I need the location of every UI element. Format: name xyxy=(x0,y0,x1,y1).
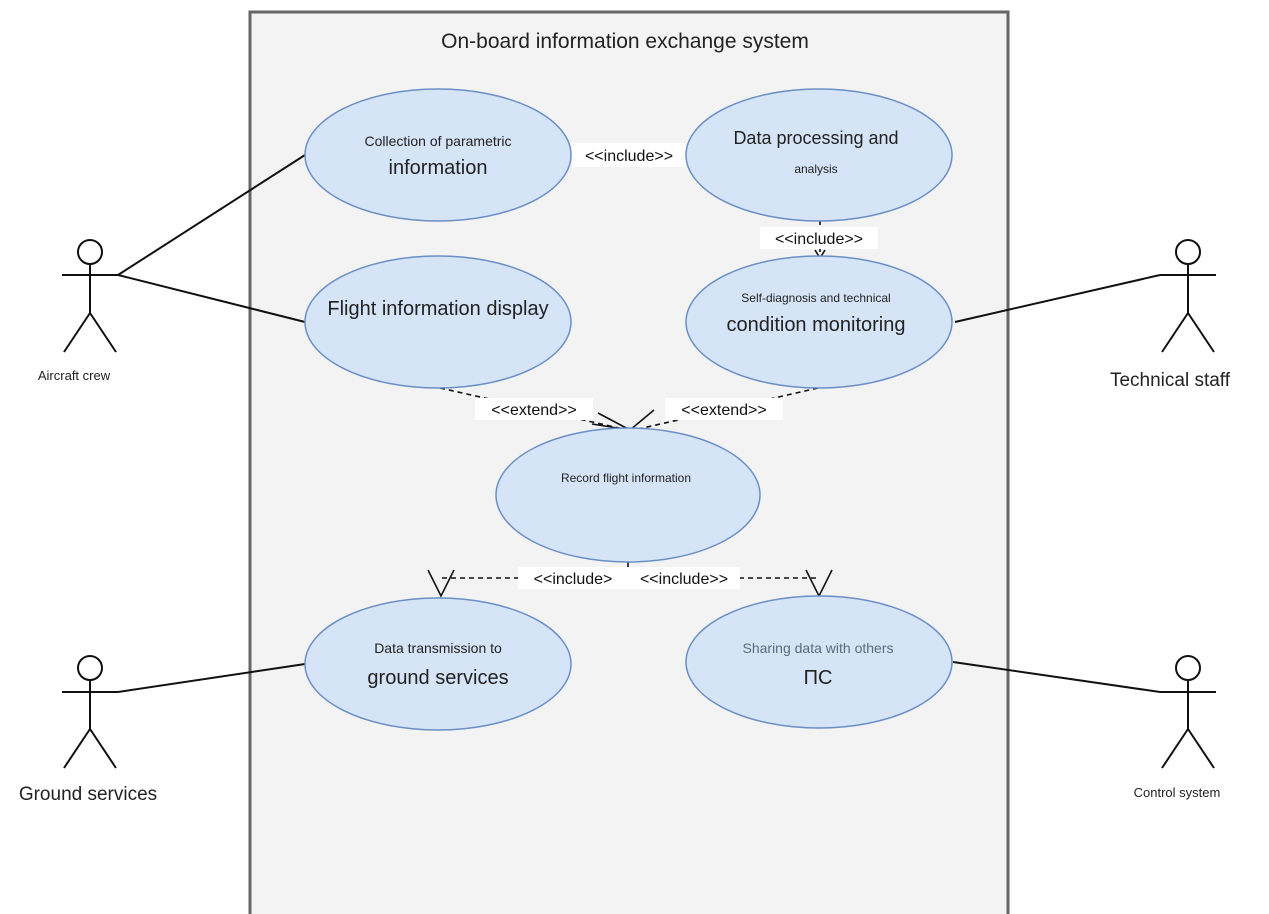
association-crew-display xyxy=(117,274,306,323)
actor-aircraft-crew[interactable]: Aircraft crew xyxy=(38,239,118,383)
association-control-sharing xyxy=(952,661,1161,693)
actor-ground-services-label: Ground services xyxy=(19,784,157,805)
system-title: On-board information exchange system xyxy=(441,30,809,53)
actor-control-system[interactable]: Control system xyxy=(1134,655,1221,800)
use-case-selfdiag-line2: condition monitoring xyxy=(727,314,906,336)
include-arrowhead-transmission xyxy=(427,569,455,598)
use-case-transmission[interactable]: Data transmission to ground services xyxy=(304,597,572,731)
use-case-transmission-line2: ground services xyxy=(367,667,508,689)
use-case-processing-line2: analysis xyxy=(794,162,837,176)
use-case-collection[interactable]: Collection of parametric information xyxy=(304,88,572,222)
actor-control-system-label: Control system xyxy=(1134,785,1221,800)
use-case-collection-line1: Collection of parametric xyxy=(364,133,511,149)
label-include-collection-processing: <<include>> xyxy=(585,148,673,165)
actor-ground-services[interactable]: Ground services xyxy=(19,655,157,805)
stick-figure-icon xyxy=(62,655,118,769)
use-case-sharing[interactable]: Sharing data with others ПС xyxy=(685,595,953,729)
label-extend-selfdiag-record: <<extend>> xyxy=(681,402,766,419)
use-case-sharing-line2: ПС xyxy=(804,667,833,689)
association-crew-collection xyxy=(117,154,306,276)
actor-technical-staff[interactable]: Technical staff xyxy=(1110,239,1231,391)
use-case-collection-line2: information xyxy=(389,157,488,179)
use-case-display[interactable]: Flight information display xyxy=(304,255,572,389)
use-case-selfdiag-line1: Self-diagnosis and technical xyxy=(741,291,890,305)
stick-figure-icon xyxy=(62,239,118,353)
label-extend-display-record: <<extend>> xyxy=(491,402,576,419)
stick-figure-icon xyxy=(1160,655,1216,769)
use-case-sharing-line1: Sharing data with others xyxy=(743,640,894,656)
association-staff-selfdiag xyxy=(954,274,1161,323)
stick-figure-icon xyxy=(1160,239,1216,353)
use-case-record-line1: Record flight information xyxy=(561,471,691,485)
actor-technical-staff-label: Technical staff xyxy=(1110,370,1231,391)
label-include-processing-selfdiag: <<include>> xyxy=(775,231,863,248)
label-include-record-sharing: <<include>> xyxy=(640,571,728,588)
use-case-processing[interactable]: Data processing and analysis xyxy=(685,88,953,222)
association-ground-transmission xyxy=(117,663,306,693)
label-include-record-transmission: <<include> xyxy=(534,571,613,588)
actor-aircraft-crew-label: Aircraft crew xyxy=(38,368,111,383)
use-case-display-line1: Flight information display xyxy=(327,298,548,320)
use-case-processing-line1: Data processing and xyxy=(733,128,898,148)
use-case-transmission-line1: Data transmission to xyxy=(374,640,502,656)
use-case-selfdiag[interactable]: Self-diagnosis and technical condition m… xyxy=(685,255,953,389)
use-case-record[interactable]: Record flight information xyxy=(495,427,761,563)
